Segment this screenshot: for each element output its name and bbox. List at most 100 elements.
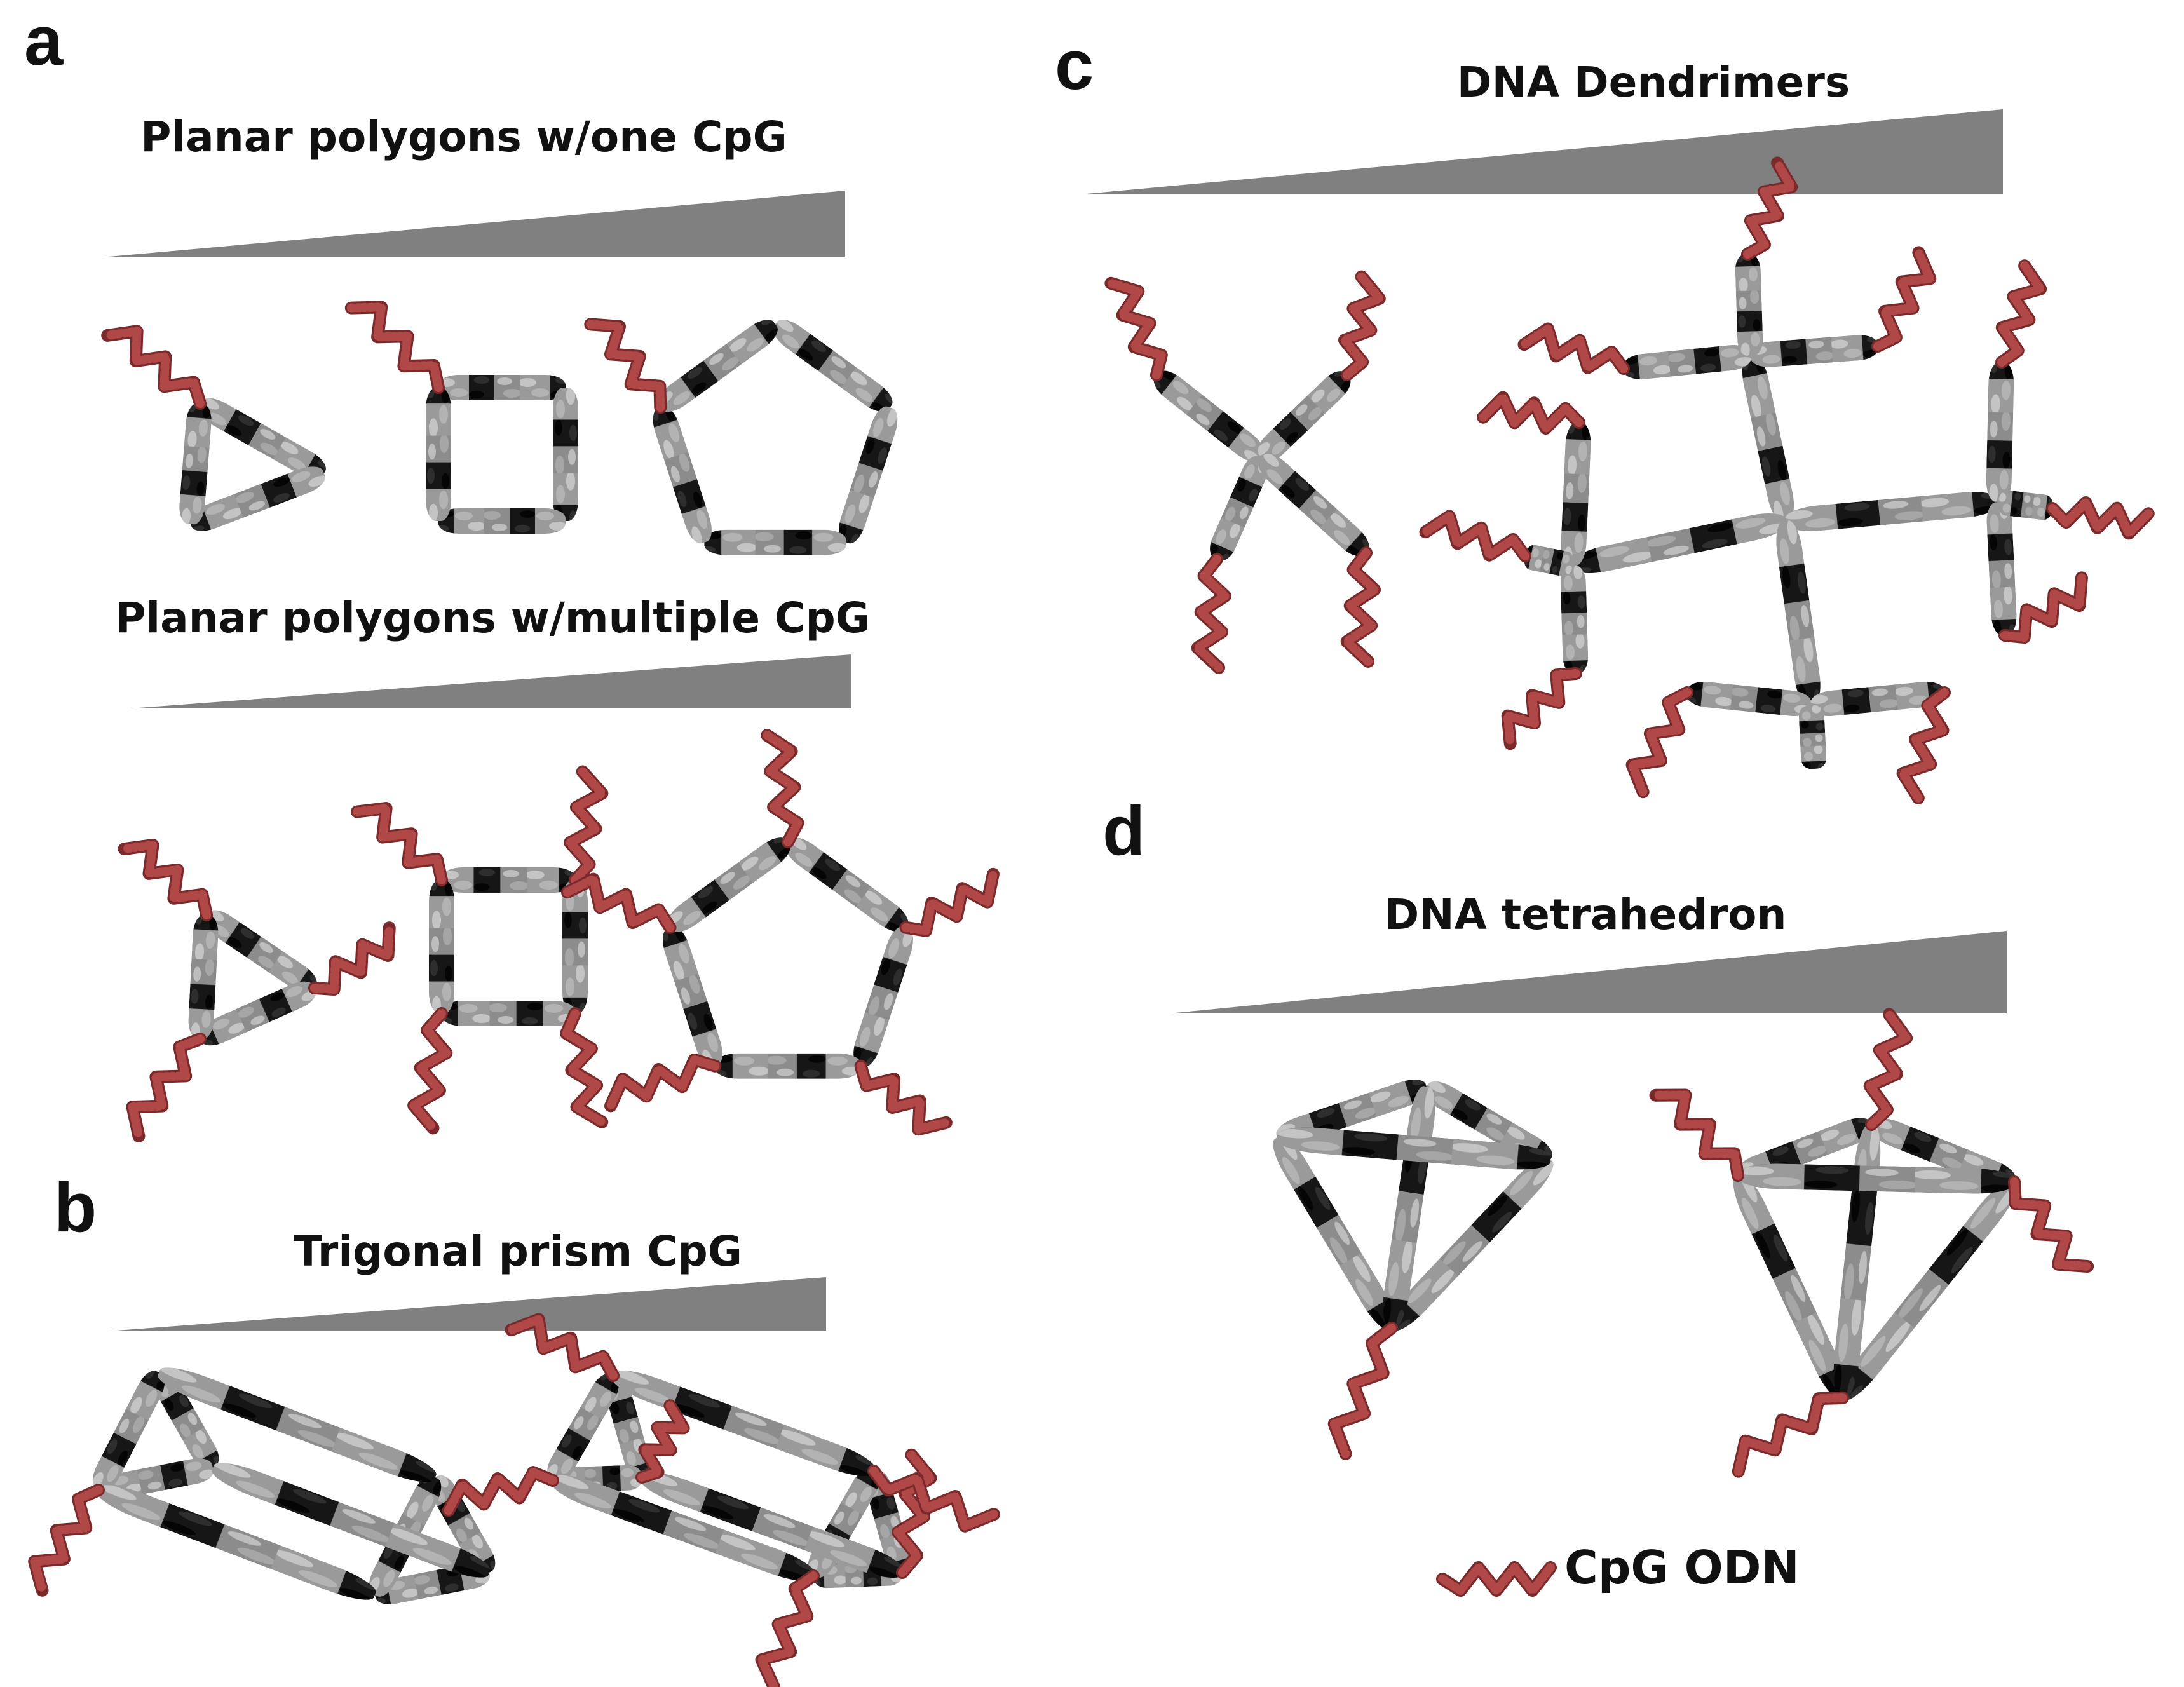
cpg-odn-strand-texture <box>1106 278 1166 379</box>
square-edge <box>442 867 575 893</box>
dendrimer-arm <box>1560 565 1589 674</box>
cpg-odn-strand-texture <box>1898 688 1949 803</box>
cpg-odn-strand <box>126 1033 207 1142</box>
cpg-odn-strand <box>584 318 667 414</box>
cpg-odn-strand-texture <box>606 1055 720 1111</box>
dendrimer-arm <box>1685 680 1813 718</box>
dendrimer-arm <box>1986 362 2014 503</box>
square-edge <box>438 508 566 534</box>
cpg-odn-strand-texture <box>1329 1324 1396 1458</box>
wedge-trigonal-prism <box>108 1277 826 1331</box>
wedge-planar-multiple-cpg <box>130 654 851 708</box>
cpg-odn-strand-texture <box>2000 573 2086 642</box>
cpg-odn-strand-texture <box>1519 324 1628 373</box>
cpg-odn-strand <box>1649 1088 1744 1182</box>
triangle-edge <box>186 461 329 536</box>
cpg-odn-strand-texture <box>346 302 443 392</box>
cpg-odn-strand-texture <box>1193 555 1230 672</box>
cpg-odn-strand-texture <box>637 1401 688 1482</box>
cpg-odn-strand <box>1501 667 1582 750</box>
pentagon-edge <box>834 403 902 546</box>
legend-label-cpg-odn: CpG ODN <box>1564 1541 1800 1594</box>
cpg-odn-strand-texture <box>1421 512 1529 560</box>
square-edge <box>438 375 566 400</box>
cpg-odn-strand-texture <box>119 841 211 919</box>
cpg-odn-strand-texture <box>586 320 665 412</box>
square-edge <box>426 388 451 521</box>
planar-pentagon-multiple-cpg <box>560 729 1000 1136</box>
cpg-odn-strand-texture <box>409 1009 451 1133</box>
cpg-odn-strand-texture <box>757 1571 818 1687</box>
pentagon-edge <box>648 403 717 546</box>
cpg-odn-strand <box>854 1059 953 1136</box>
cpg-odn-strand-texture <box>1340 272 1384 379</box>
wedge-planar-one-cpg <box>102 191 845 257</box>
wedge-dna-dendrimers <box>1087 109 2003 194</box>
dendrimer-generation-1 <box>1104 270 1386 674</box>
dendrimer-core-arm <box>1738 353 1798 524</box>
pentagon-edge <box>653 313 783 418</box>
cpg-odn-strand-texture <box>506 1315 618 1380</box>
cpg-odn-strand-texture <box>30 1486 103 1595</box>
cpg-odn-strand <box>308 921 396 996</box>
pentagon-edge <box>768 313 898 418</box>
cpg-odn-strand-texture <box>763 731 803 846</box>
square-edge <box>429 880 454 1013</box>
cpg-odn-strand <box>28 1484 105 1597</box>
cpg-odn-strand-texture <box>566 767 607 884</box>
dendrimer-generation-2 <box>1419 156 2155 804</box>
planar-triangle-multiple-cpg <box>118 839 396 1142</box>
cpg-odn-strand-texture <box>1627 688 1692 797</box>
trigonal-prism-one-cpg <box>28 1360 501 1608</box>
cpg-odn-strand-texture <box>1733 1393 1847 1476</box>
panel-letter-d: d <box>1102 792 1145 870</box>
heading-trigonal-prism: Trigonal prism CpG <box>294 1227 742 1276</box>
dendrimer-arm <box>1148 365 1270 468</box>
pentagon-edge <box>662 831 796 938</box>
cpg-odn-strand-texture <box>103 327 205 408</box>
heading-dna-dendrimers: DNA Dendrimers <box>1457 58 1850 107</box>
cpg-odn-strand <box>344 301 445 394</box>
planar-pentagon-one-cpg <box>584 313 902 555</box>
cpg-odn-strand-texture <box>856 1061 951 1134</box>
cpg-odn-strand-texture <box>869 1467 998 1531</box>
cpg-odn-strand <box>1998 571 2088 644</box>
cpg-odn-strand <box>101 325 207 410</box>
cpg-odn-strand-texture <box>562 874 675 932</box>
cpg-odn-strand-icon <box>1436 1561 1557 1597</box>
cpg-odn-strand <box>118 839 213 921</box>
cpg-odn-strand-texture <box>1743 158 1796 259</box>
square-edge <box>553 388 578 521</box>
cpg-odn-strand-texture <box>1438 1563 1555 1595</box>
heading-planar-one-cpg: Planar polygons w/one CpG <box>140 112 787 161</box>
prism-long-edge <box>93 1478 380 1607</box>
cpg-odn-strand-texture <box>1997 261 2045 367</box>
planar-square-multiple-cpg <box>351 765 609 1135</box>
heading-planar-multiple-cpg: Planar polygons w/multiple CpG <box>115 593 870 642</box>
cpg-odn-strand <box>1732 1392 1849 1478</box>
tetrahedron-one-cpg <box>1266 1074 1560 1460</box>
cpg-odn-strand-texture <box>893 1450 935 1577</box>
dendrimer-core-arm <box>1773 519 1824 707</box>
cpg-odn-strand-texture <box>1873 248 1935 351</box>
cpg-odn-strand-texture <box>310 923 394 994</box>
dendrimer-arm <box>1735 254 1763 356</box>
panel-letter-c: c <box>1055 26 1094 104</box>
cpg-odn-strand <box>2008 1175 2094 1273</box>
wedge-dna-tetrahedron <box>1169 931 2007 1013</box>
pentagon-edge <box>715 1053 861 1079</box>
cpg-odn-strand-texture <box>562 1009 607 1127</box>
cpg-odn-strand-texture <box>1865 1010 1911 1129</box>
dendrimer-core-arm <box>1570 508 1789 578</box>
panel-letter-a: a <box>24 2 64 80</box>
cpg-odn-strand-texture <box>901 869 998 935</box>
cpg-odn-strand-texture <box>444 1468 557 1515</box>
tetrahedron-multiple-cpg <box>1649 1008 2094 1478</box>
cpg-odn-strand-texture <box>353 804 446 884</box>
dendrimer-core-arm <box>1784 489 2000 534</box>
dendrimer-arm <box>1749 334 1879 369</box>
panel-letter-b: b <box>54 1169 97 1247</box>
heading-dna-tetrahedron: DNA tetrahedron <box>1385 890 1787 939</box>
pentagon-edge <box>780 831 914 938</box>
